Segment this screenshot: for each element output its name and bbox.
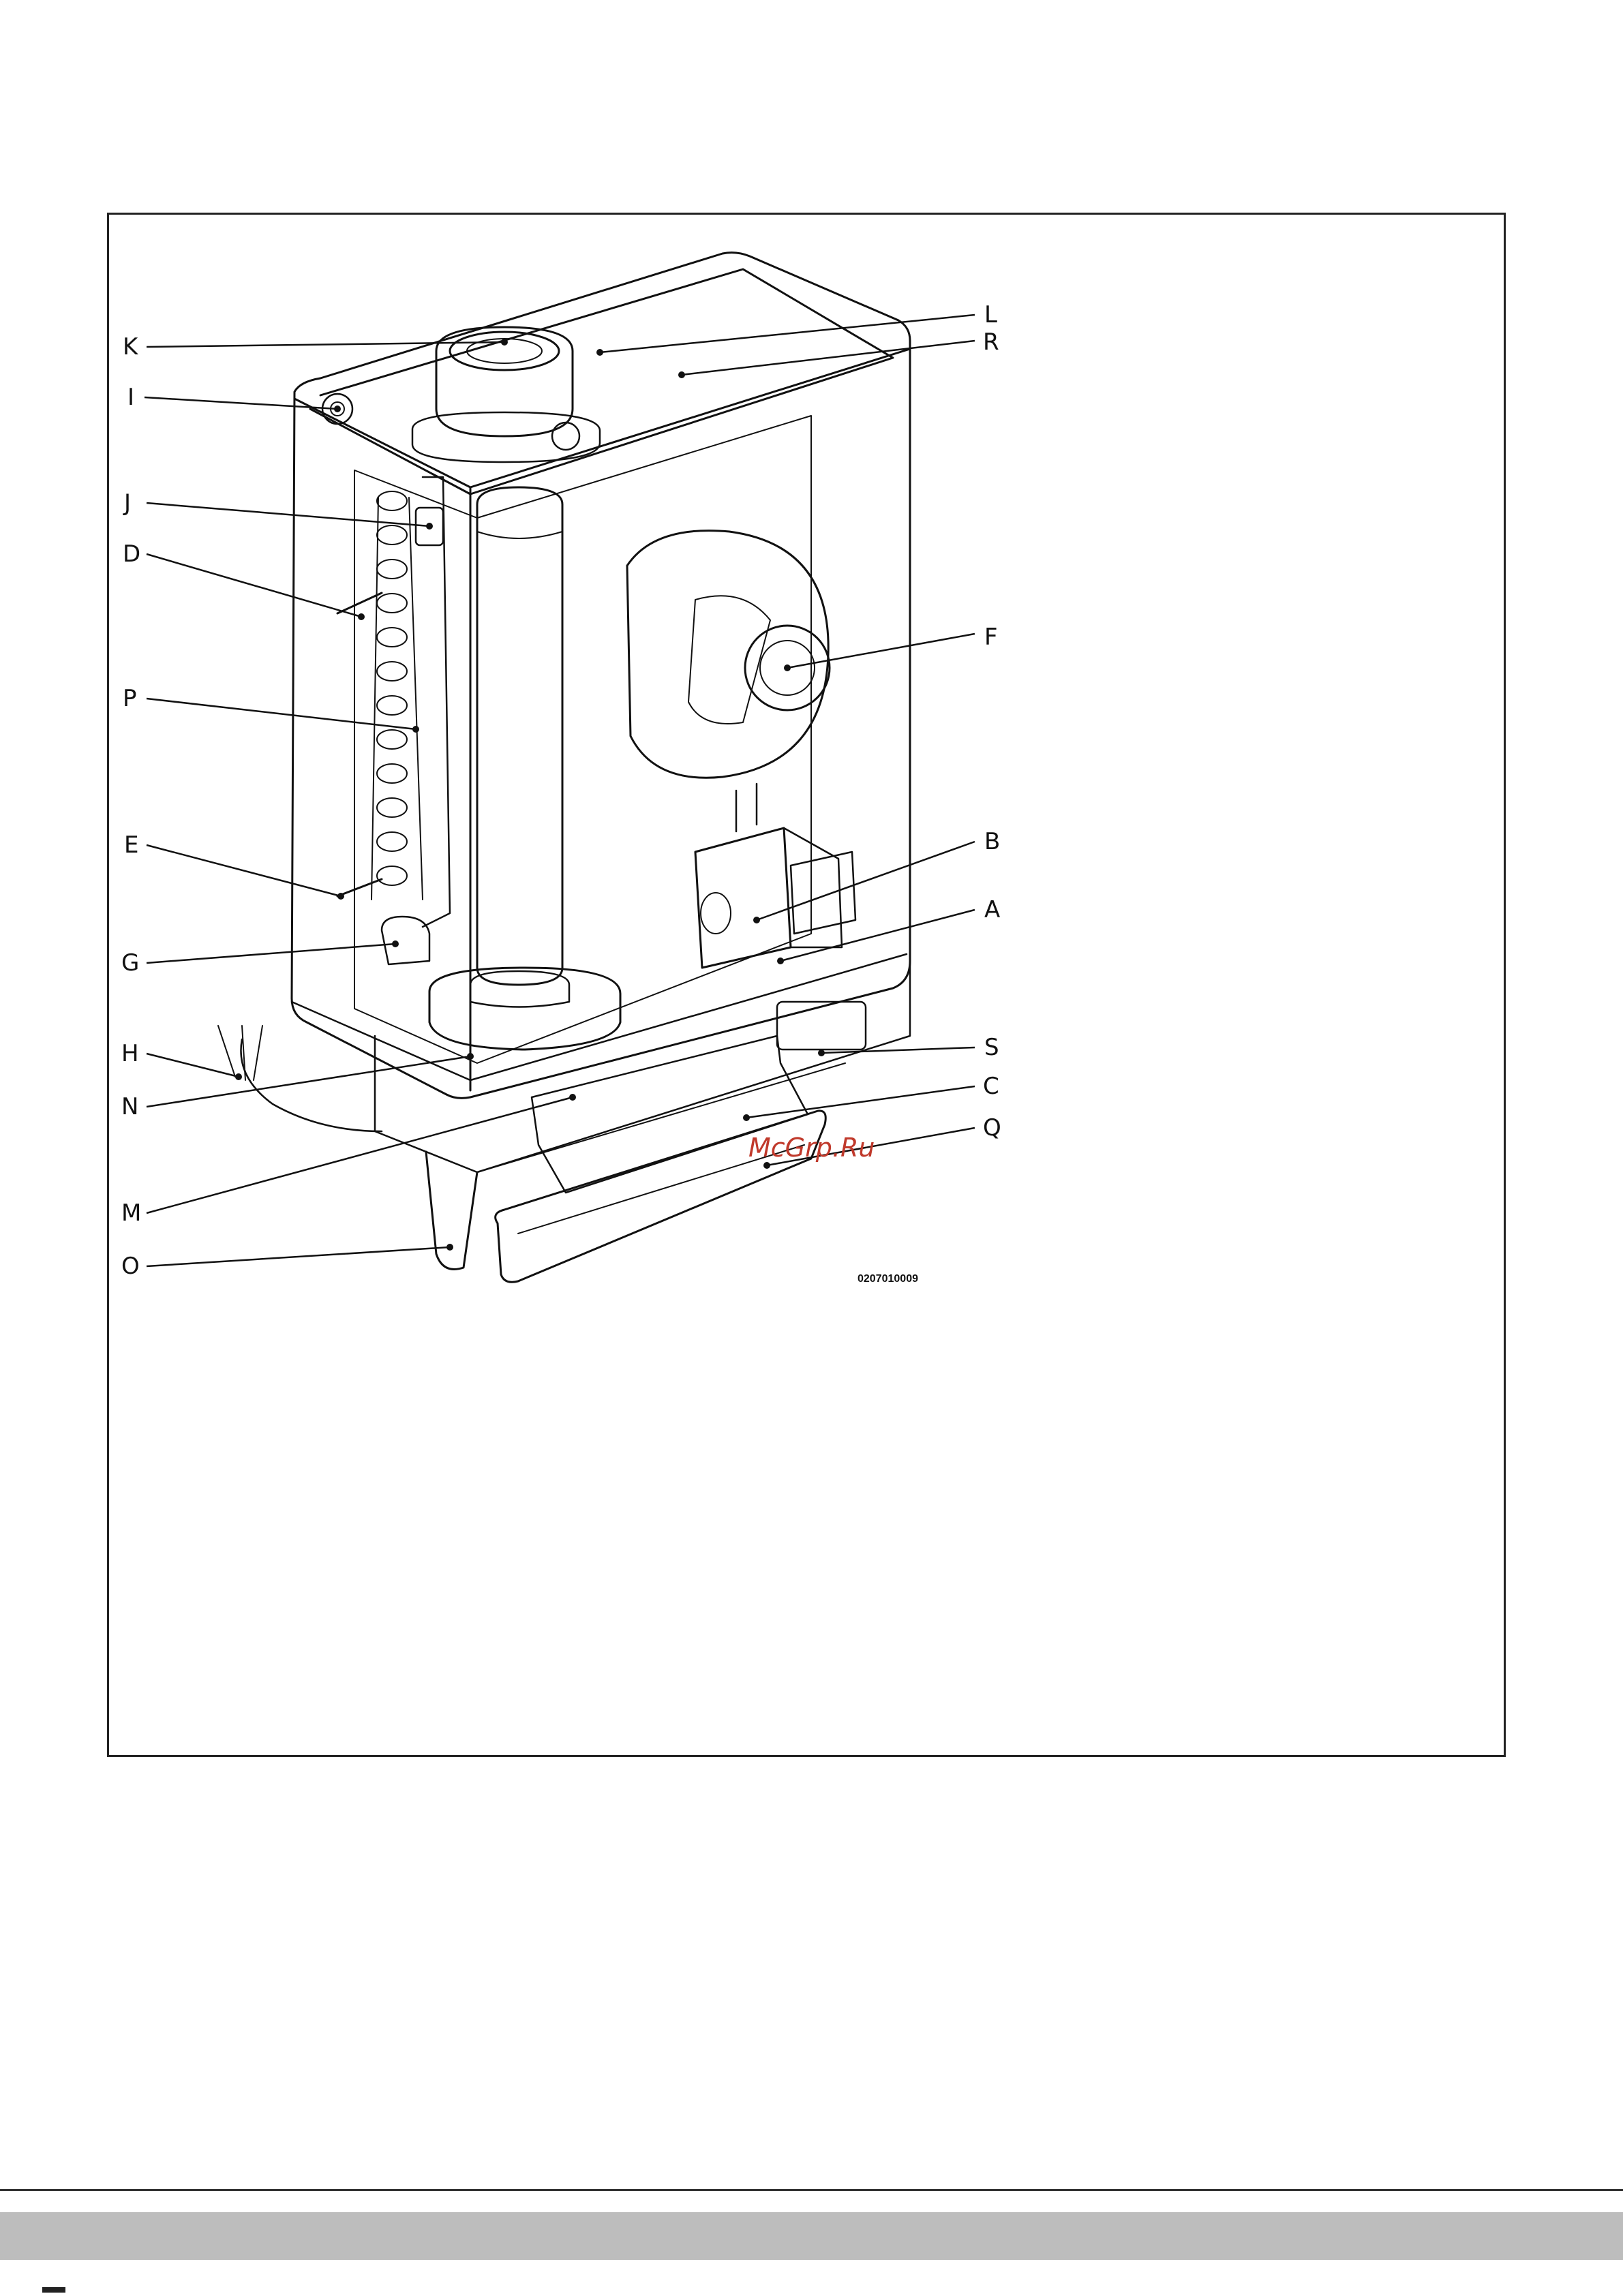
callout-D: D <box>123 542 140 566</box>
callout-P: P <box>123 687 137 710</box>
leader-R <box>682 341 975 375</box>
leader-G <box>147 944 395 963</box>
leader-O <box>147 1247 450 1266</box>
leader-D <box>147 554 361 617</box>
callout-R: R <box>983 331 999 354</box>
callout-O: O <box>121 1255 140 1278</box>
callout-H: H <box>121 1042 139 1065</box>
callout-L: L <box>984 303 997 326</box>
leader-M <box>147 1097 573 1213</box>
footer-band <box>0 2212 1623 2260</box>
callout-B: B <box>984 830 1000 853</box>
leader-A <box>780 910 975 961</box>
casing-outline <box>292 253 910 1099</box>
burner-base <box>429 968 620 1050</box>
power-cable <box>241 1039 382 1131</box>
callout-C: C <box>983 1075 999 1098</box>
footer-mark <box>42 2287 65 2293</box>
leader-H <box>147 1054 239 1077</box>
inner-cavity <box>354 416 811 1063</box>
fan-housing <box>627 531 828 778</box>
terminal-s <box>777 1002 866 1050</box>
footer-rule <box>0 2189 1623 2191</box>
heat-exchanger-coils <box>371 491 423 900</box>
casing-top-edge <box>294 349 910 487</box>
leader-C <box>746 1086 975 1118</box>
callout-K: K <box>123 335 138 358</box>
callout-S: S <box>984 1036 999 1059</box>
watermark: McGrp.Ru <box>748 1133 875 1163</box>
leader-I <box>145 397 337 409</box>
sensor-probe-d <box>337 593 382 613</box>
leader-B <box>757 842 975 920</box>
leader-J <box>147 503 429 526</box>
callout-I: I <box>127 386 134 409</box>
callout-F: F <box>984 626 998 649</box>
callout-J: J <box>124 491 131 515</box>
sensor-fitting <box>552 423 579 450</box>
callout-G: G <box>121 951 139 975</box>
leader-F <box>787 634 975 668</box>
figure-reference-code: 0207010009 <box>858 1273 918 1285</box>
callout-Q: Q <box>983 1116 1001 1139</box>
callout-M: M <box>121 1201 141 1225</box>
gas-pipe <box>736 784 757 831</box>
callout-E: E <box>124 833 138 857</box>
callout-N: N <box>121 1095 138 1118</box>
leader-lines <box>145 315 975 1266</box>
combustion-column <box>477 487 562 985</box>
gas-valve-coil <box>791 852 855 934</box>
pressure-switch-g <box>382 917 429 964</box>
sensor-probe-e <box>337 879 382 896</box>
callout-A: A <box>984 898 1000 921</box>
leader-E <box>147 845 341 896</box>
